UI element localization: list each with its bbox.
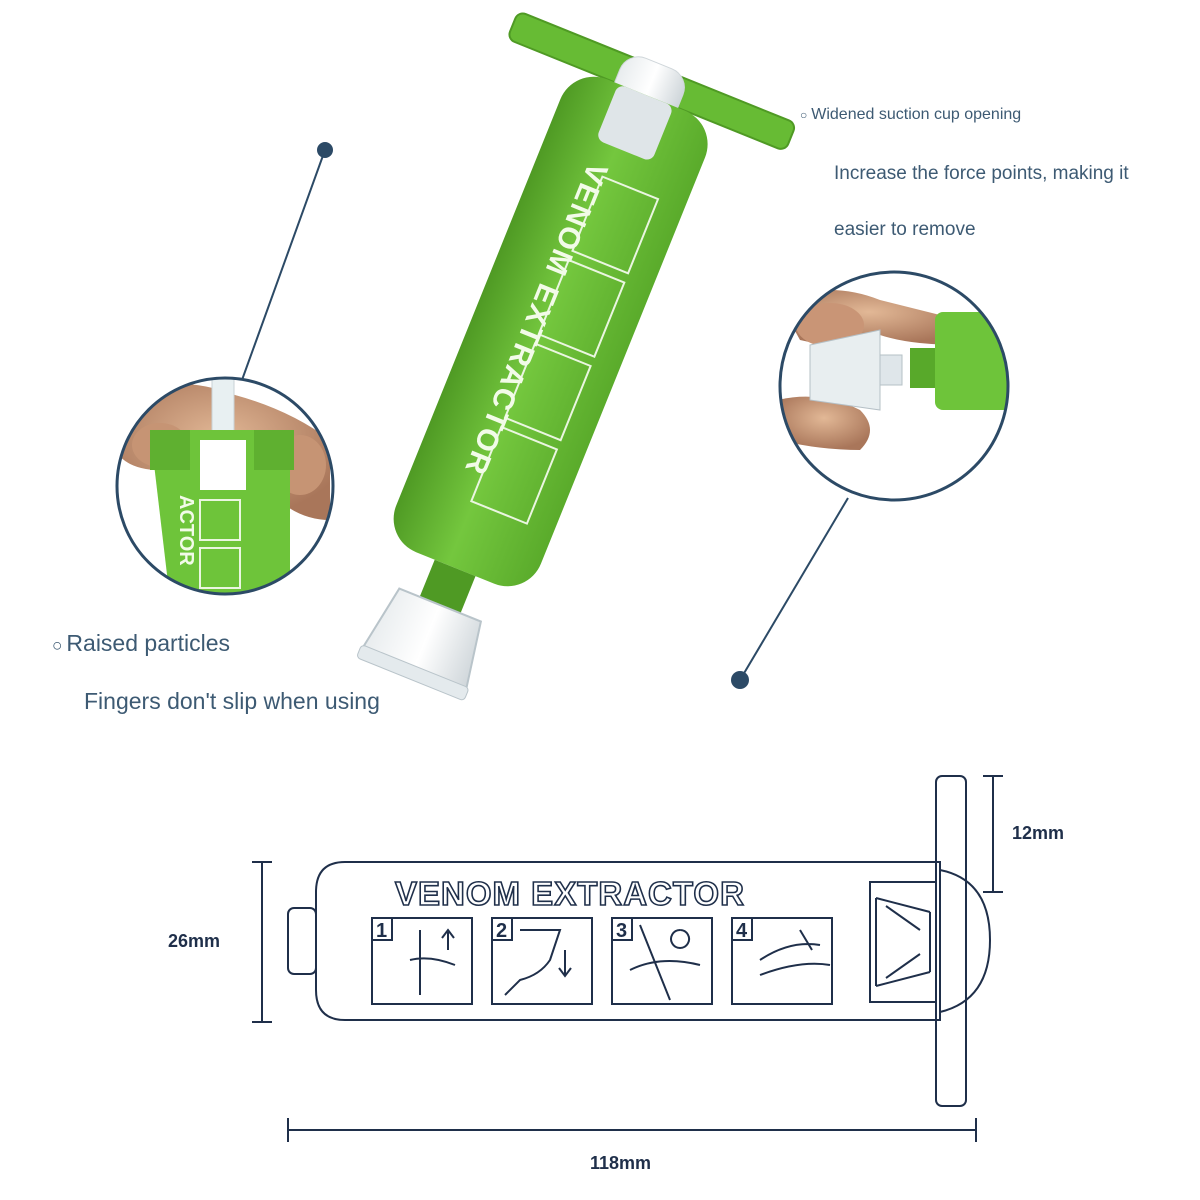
- bullet-icon: ○: [52, 635, 63, 655]
- raised-particles-heading: ○Raised particles: [52, 630, 231, 656]
- instruction-panel: [469, 175, 660, 525]
- suction-cup-callout: [731, 270, 1010, 689]
- suction-cup-description-line-1: Increase the force points, making it: [834, 163, 1129, 184]
- dimension-drawing: [252, 775, 1003, 1142]
- callout-leader-line: [739, 497, 849, 681]
- suction-cup-heading: ○Widened suction cup opening: [800, 106, 1022, 123]
- cup-closeup-photo: [780, 272, 1008, 500]
- drawing-nozzle: [287, 907, 317, 975]
- grip-closeup-photo: ACTOR: [117, 378, 333, 594]
- drawing-step-boxes: [371, 917, 833, 1005]
- step-number-4: 4: [736, 920, 748, 942]
- suction-cup-description-line-2: easier to remove: [834, 219, 976, 240]
- drawing-brand-label: VENOM EXTRACTOR: [395, 875, 745, 912]
- callout-anchor-dot: [731, 671, 749, 689]
- dimension-diameter: 26mm: [168, 931, 220, 951]
- step-number-2: 2: [496, 920, 507, 942]
- drawing-barrel-outline: [315, 861, 941, 1021]
- callout-leader-line: [241, 149, 326, 381]
- dimension-length: 118mm: [590, 1153, 651, 1173]
- venom-extractor-device: VENOM EXTRACTOR: [357, 12, 796, 701]
- callout-anchor-dot: [317, 142, 333, 158]
- bullet-icon: ○: [800, 108, 808, 122]
- raised-particles-callout: ACTOR: [115, 142, 335, 596]
- step-number-3: 3: [616, 920, 627, 942]
- raised-particles-description: Fingers don't slip when using: [84, 688, 380, 714]
- step-number-1: 1: [376, 920, 387, 942]
- svg-text:ACTOR: ACTOR: [175, 495, 197, 566]
- dimension-flange: 12mm: [1012, 823, 1064, 843]
